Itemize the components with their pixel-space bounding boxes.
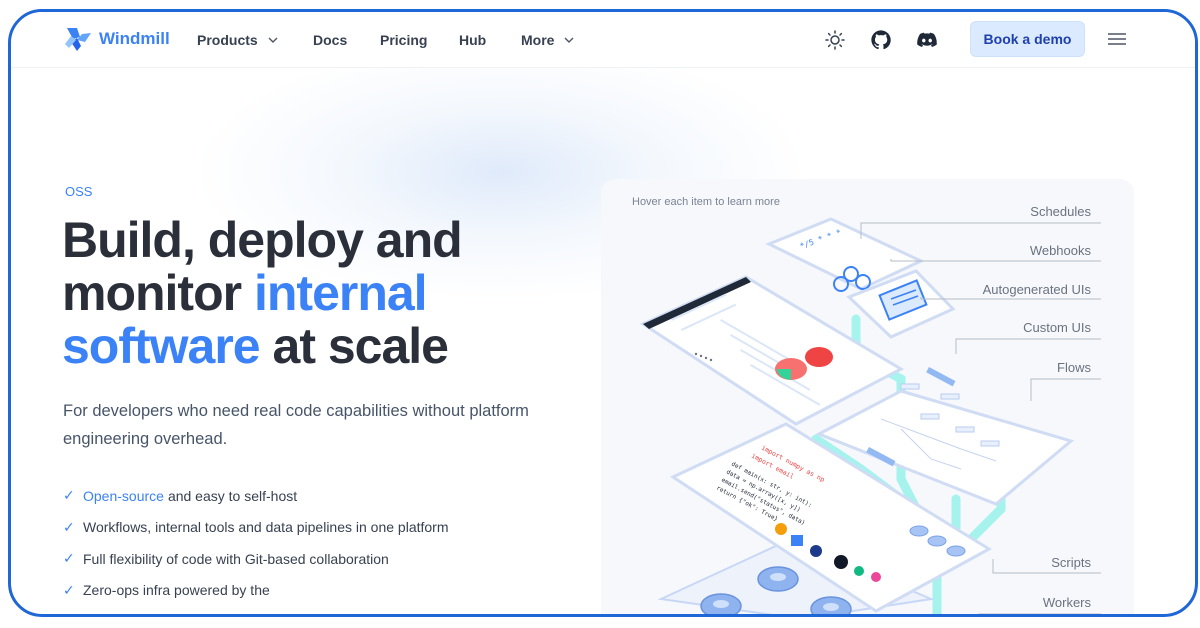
autogen-ui-layer <box>846 269 956 339</box>
architecture-illustration: import numpy as np import email def main… <box>639 217 1101 614</box>
feature-text: Full flexibility of code with Git-based … <box>83 550 389 567</box>
nav-pricing-label: Pricing <box>380 32 428 48</box>
title-highlight: internal <box>253 265 428 321</box>
label-custom-uis[interactable]: Custom UIs <box>1023 320 1091 335</box>
label-autogenerated-uis[interactable]: Autogenerated UIs <box>982 282 1091 297</box>
hero-subtitle: For developers who need real code capabi… <box>63 402 529 448</box>
brand-logo[interactable]: Windmill <box>63 26 170 52</box>
label-scripts[interactable]: Scripts <box>1051 555 1091 570</box>
custom-ui-layer <box>639 275 905 426</box>
feature-text: Zero-ops infra powered by the <box>83 582 270 599</box>
nav-pricing[interactable]: Pricing <box>380 32 427 48</box>
nav-more[interactable]: More <box>521 32 574 48</box>
label-webhooks[interactable]: Webhooks <box>1029 243 1091 258</box>
title-line-2: monitor internal <box>62 267 622 320</box>
nav-hub-label: Hub <box>459 32 487 48</box>
nav-products[interactable]: Products <box>197 32 278 48</box>
top-navbar: Windmill Products Docs Pricing Hub More <box>11 12 1195 68</box>
title-text: at scale <box>259 318 449 374</box>
feature-text: Workflows, internal tools and data pipel… <box>83 519 449 536</box>
check-icon: ✓ <box>63 518 75 535</box>
book-demo-button[interactable]: Book a demo <box>970 21 1085 57</box>
windmill-logo-icon <box>65 28 91 51</box>
hero-title: Build, deploy and monitor internal softw… <box>62 214 622 373</box>
scripts-layer: import numpy as np import email def main… <box>669 422 992 613</box>
check-icon: ✓ <box>63 550 75 567</box>
sun-icon[interactable] <box>824 29 846 51</box>
nav-docs-label: Docs <box>313 32 348 48</box>
feature-list: ✓ Open-source and easy to self-host ✓ Wo… <box>63 480 449 606</box>
chevron-down-icon <box>564 37 574 43</box>
open-source-link[interactable]: Open-source <box>83 487 164 504</box>
check-icon: ✓ <box>63 581 75 598</box>
page-frame: Windmill Products Docs Pricing Hub More <box>8 9 1198 617</box>
nav-products-label: Products <box>197 32 258 48</box>
discord-icon[interactable] <box>916 29 938 51</box>
title-text: monitor <box>62 265 254 321</box>
check-icon: ✓ <box>63 487 75 504</box>
hover-hint: Hover each item to learn more <box>632 196 780 208</box>
label-schedules[interactable]: Schedules <box>1030 204 1091 219</box>
label-workers[interactable]: Workers <box>1042 595 1091 610</box>
title-line-3: software at scale <box>62 320 622 373</box>
title-highlight: software <box>62 318 261 374</box>
nav-hub[interactable]: Hub <box>459 32 486 48</box>
title-line-1: Build, deploy and <box>62 212 463 268</box>
feature-text: and easy to self-host <box>167 487 298 504</box>
flows-layer <box>815 367 1075 506</box>
nav-more-label: More <box>521 32 555 48</box>
feature-item: ✓ Full flexibility of code with Git-base… <box>63 543 449 575</box>
nav-docs[interactable]: Docs <box>313 32 347 48</box>
brand-name: Windmill <box>99 29 170 48</box>
feature-item: ✓ Zero-ops infra powered by the <box>63 575 449 607</box>
github-icon[interactable] <box>870 29 892 51</box>
feature-item: ✓ Open-source and easy to self-host <box>63 480 449 512</box>
label-flows[interactable]: Flows <box>1057 360 1091 375</box>
chevron-down-icon <box>268 37 278 43</box>
feature-item: ✓ Workflows, internal tools and data pip… <box>63 512 449 544</box>
eyebrow-oss: OSS <box>65 184 93 199</box>
menu-icon[interactable] <box>1108 32 1126 46</box>
